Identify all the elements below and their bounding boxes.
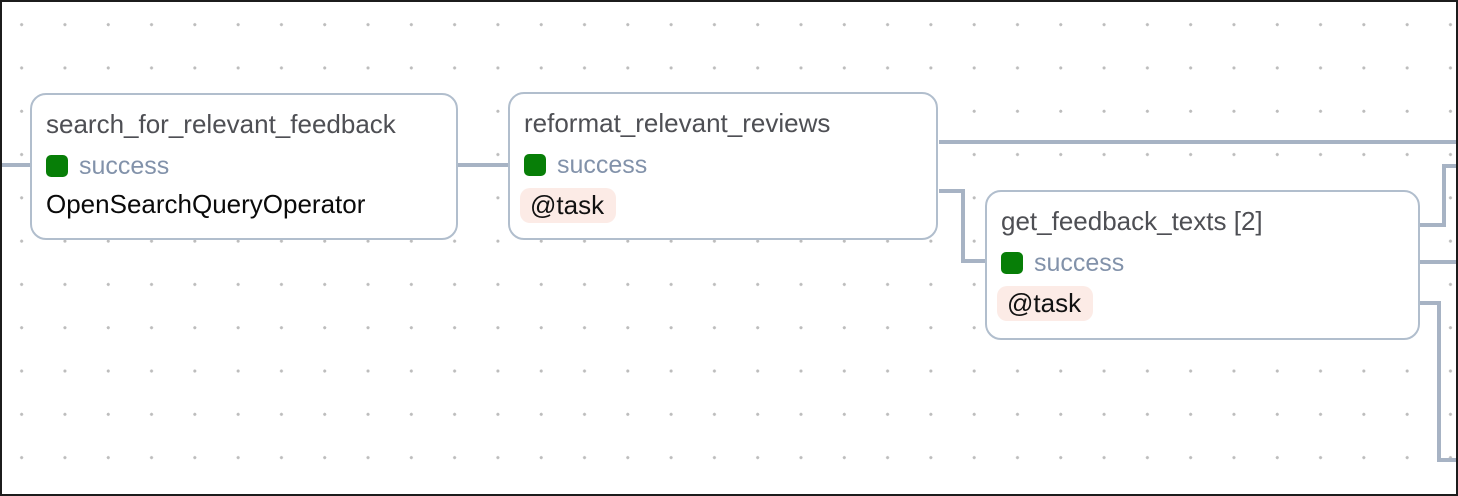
task-name: get_feedback_texts [2] [1001,206,1263,236]
success-status-icon [524,154,546,176]
task-node-get-feedback-texts[interactable]: get_feedback_texts [2] success @task [985,190,1420,340]
task-status-label: success [1034,249,1125,277]
task-status-row: success [46,153,442,179]
task-status-label: success [79,152,170,180]
task-status-row: success [524,152,922,178]
task-decorator-badge: @task [520,188,617,223]
task-status-row: success [1001,250,1404,276]
task-subtitle-row: @task [997,286,1404,321]
success-status-icon [1001,252,1023,274]
task-node-reformat-relevant-reviews[interactable]: reformat_relevant_reviews success @task [508,92,938,240]
task-name: reformat_relevant_reviews [524,108,831,138]
task-decorator-badge: @task [997,286,1094,321]
operator-name-label: OpenSearchQueryOperator [46,189,366,219]
task-name: search_for_relevant_feedback [46,109,396,139]
task-subtitle-row: @task [520,188,922,223]
dag-edge-getfeedback-to-downstream-lower [1419,301,1456,462]
task-status-label: success [557,151,648,179]
dag-edge-getfeedback-to-downstream-upper [1419,164,1456,227]
success-status-icon [46,155,68,177]
task-node-search-for-relevant-feedback[interactable]: search_for_relevant_feedback success Ope… [30,93,458,240]
task-subtitle-row: OpenSearchQueryOperator [46,189,442,219]
dag-edge-reformat-to-getfeedback [939,189,986,263]
